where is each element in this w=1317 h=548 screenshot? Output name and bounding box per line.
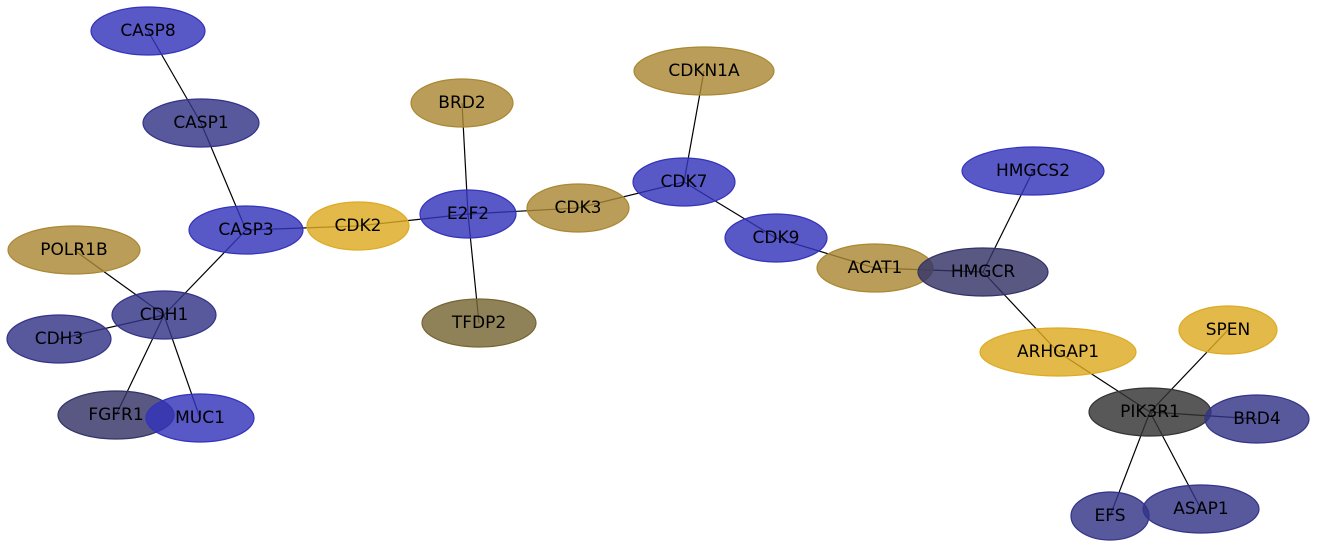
node-ellipse-asap1 bbox=[1142, 484, 1260, 534]
node-ellipse-casp8 bbox=[90, 6, 206, 56]
node-label-casp3: CASP3 bbox=[218, 220, 273, 240]
node-ellipse-polr1b bbox=[7, 225, 141, 275]
node-label-pik3r1: PIK3R1 bbox=[1120, 402, 1180, 422]
node-label-casp1: CASP1 bbox=[173, 113, 228, 133]
node-spen[interactable]: SPEN bbox=[1178, 305, 1278, 355]
node-ellipse-hmgcr bbox=[917, 247, 1049, 297]
node-ellipse-hmgcs2 bbox=[961, 146, 1105, 196]
node-acat1[interactable]: ACAT1 bbox=[816, 243, 934, 293]
node-label-cdh1: CDH1 bbox=[140, 305, 189, 325]
node-ellipse-cdk9 bbox=[724, 213, 828, 263]
node-tfdp2[interactable]: TFDP2 bbox=[421, 298, 537, 348]
node-label-polr1b: POLR1B bbox=[40, 240, 107, 260]
node-ellipse-cdk2 bbox=[306, 201, 410, 251]
node-efs[interactable]: EFS bbox=[1070, 491, 1150, 541]
node-label-cdk2: CDK2 bbox=[335, 216, 382, 236]
node-label-brd4: BRD4 bbox=[1233, 409, 1280, 429]
node-ellipse-muc1 bbox=[145, 393, 255, 443]
node-cdk3[interactable]: CDK3 bbox=[526, 183, 630, 233]
node-cdh1[interactable]: CDH1 bbox=[111, 290, 217, 340]
node-label-fgfr1: FGFR1 bbox=[88, 405, 143, 425]
node-ellipse-brd4 bbox=[1204, 394, 1310, 444]
node-ellipse-brd2 bbox=[410, 78, 514, 128]
node-cdk9[interactable]: CDK9 bbox=[724, 213, 828, 263]
node-muc1[interactable]: MUC1 bbox=[145, 393, 255, 443]
node-label-cdh3: CDH3 bbox=[35, 329, 84, 349]
edges-layer bbox=[58, 30, 1258, 517]
node-label-hmgcr: HMGCR bbox=[951, 262, 1015, 282]
node-ellipse-tfdp2 bbox=[421, 298, 537, 348]
node-ellipse-cdk7 bbox=[632, 157, 736, 207]
node-label-e2f2: E2F2 bbox=[447, 204, 489, 224]
node-label-acat1: ACAT1 bbox=[848, 258, 903, 278]
node-label-cdkn1a: CDKN1A bbox=[668, 61, 740, 81]
node-asap1[interactable]: ASAP1 bbox=[1142, 484, 1260, 534]
node-label-arhgap1: ARHGAP1 bbox=[1017, 342, 1099, 362]
node-label-asap1: ASAP1 bbox=[1173, 499, 1228, 519]
node-label-muc1: MUC1 bbox=[175, 408, 225, 428]
node-ellipse-cdh1 bbox=[111, 290, 217, 340]
node-cdk2[interactable]: CDK2 bbox=[306, 201, 410, 251]
node-ellipse-cdk3 bbox=[526, 183, 630, 233]
node-fgfr1[interactable]: FGFR1 bbox=[57, 390, 175, 440]
node-ellipse-cdkn1a bbox=[633, 46, 775, 96]
node-label-cdk7: CDK7 bbox=[661, 172, 708, 192]
node-label-efs: EFS bbox=[1094, 506, 1125, 526]
node-label-cdk9: CDK9 bbox=[753, 228, 800, 248]
node-ellipse-casp1 bbox=[142, 98, 260, 148]
node-label-cdk3: CDK3 bbox=[555, 198, 602, 218]
node-brd2[interactable]: BRD2 bbox=[410, 78, 514, 128]
node-ellipse-cdh3 bbox=[6, 314, 112, 364]
node-hmgcs2[interactable]: HMGCS2 bbox=[961, 146, 1105, 196]
node-casp3[interactable]: CASP3 bbox=[188, 205, 304, 255]
node-ellipse-e2f2 bbox=[419, 189, 517, 239]
node-ellipse-arhgap1 bbox=[979, 327, 1137, 377]
node-ellipse-casp3 bbox=[188, 205, 304, 255]
node-hmgcr[interactable]: HMGCR bbox=[917, 247, 1049, 297]
node-ellipse-spen bbox=[1178, 305, 1278, 355]
node-label-brd2: BRD2 bbox=[438, 93, 485, 113]
node-cdk7[interactable]: CDK7 bbox=[632, 157, 736, 207]
node-brd4[interactable]: BRD4 bbox=[1204, 394, 1310, 444]
node-label-hmgcs2: HMGCS2 bbox=[996, 161, 1070, 181]
node-casp8[interactable]: CASP8 bbox=[90, 6, 206, 56]
node-label-tfdp2: TFDP2 bbox=[451, 313, 506, 333]
node-cdkn1a[interactable]: CDKN1A bbox=[633, 46, 775, 96]
node-casp1[interactable]: CASP1 bbox=[142, 98, 260, 148]
node-polr1b[interactable]: POLR1B bbox=[7, 225, 141, 275]
node-label-spen: SPEN bbox=[1206, 320, 1251, 340]
node-pik3r1[interactable]: PIK3R1 bbox=[1088, 387, 1212, 437]
node-arhgap1[interactable]: ARHGAP1 bbox=[979, 327, 1137, 377]
node-cdh3[interactable]: CDH3 bbox=[6, 314, 112, 364]
node-e2f2[interactable]: E2F2 bbox=[419, 189, 517, 239]
node-label-casp8: CASP8 bbox=[120, 21, 175, 41]
